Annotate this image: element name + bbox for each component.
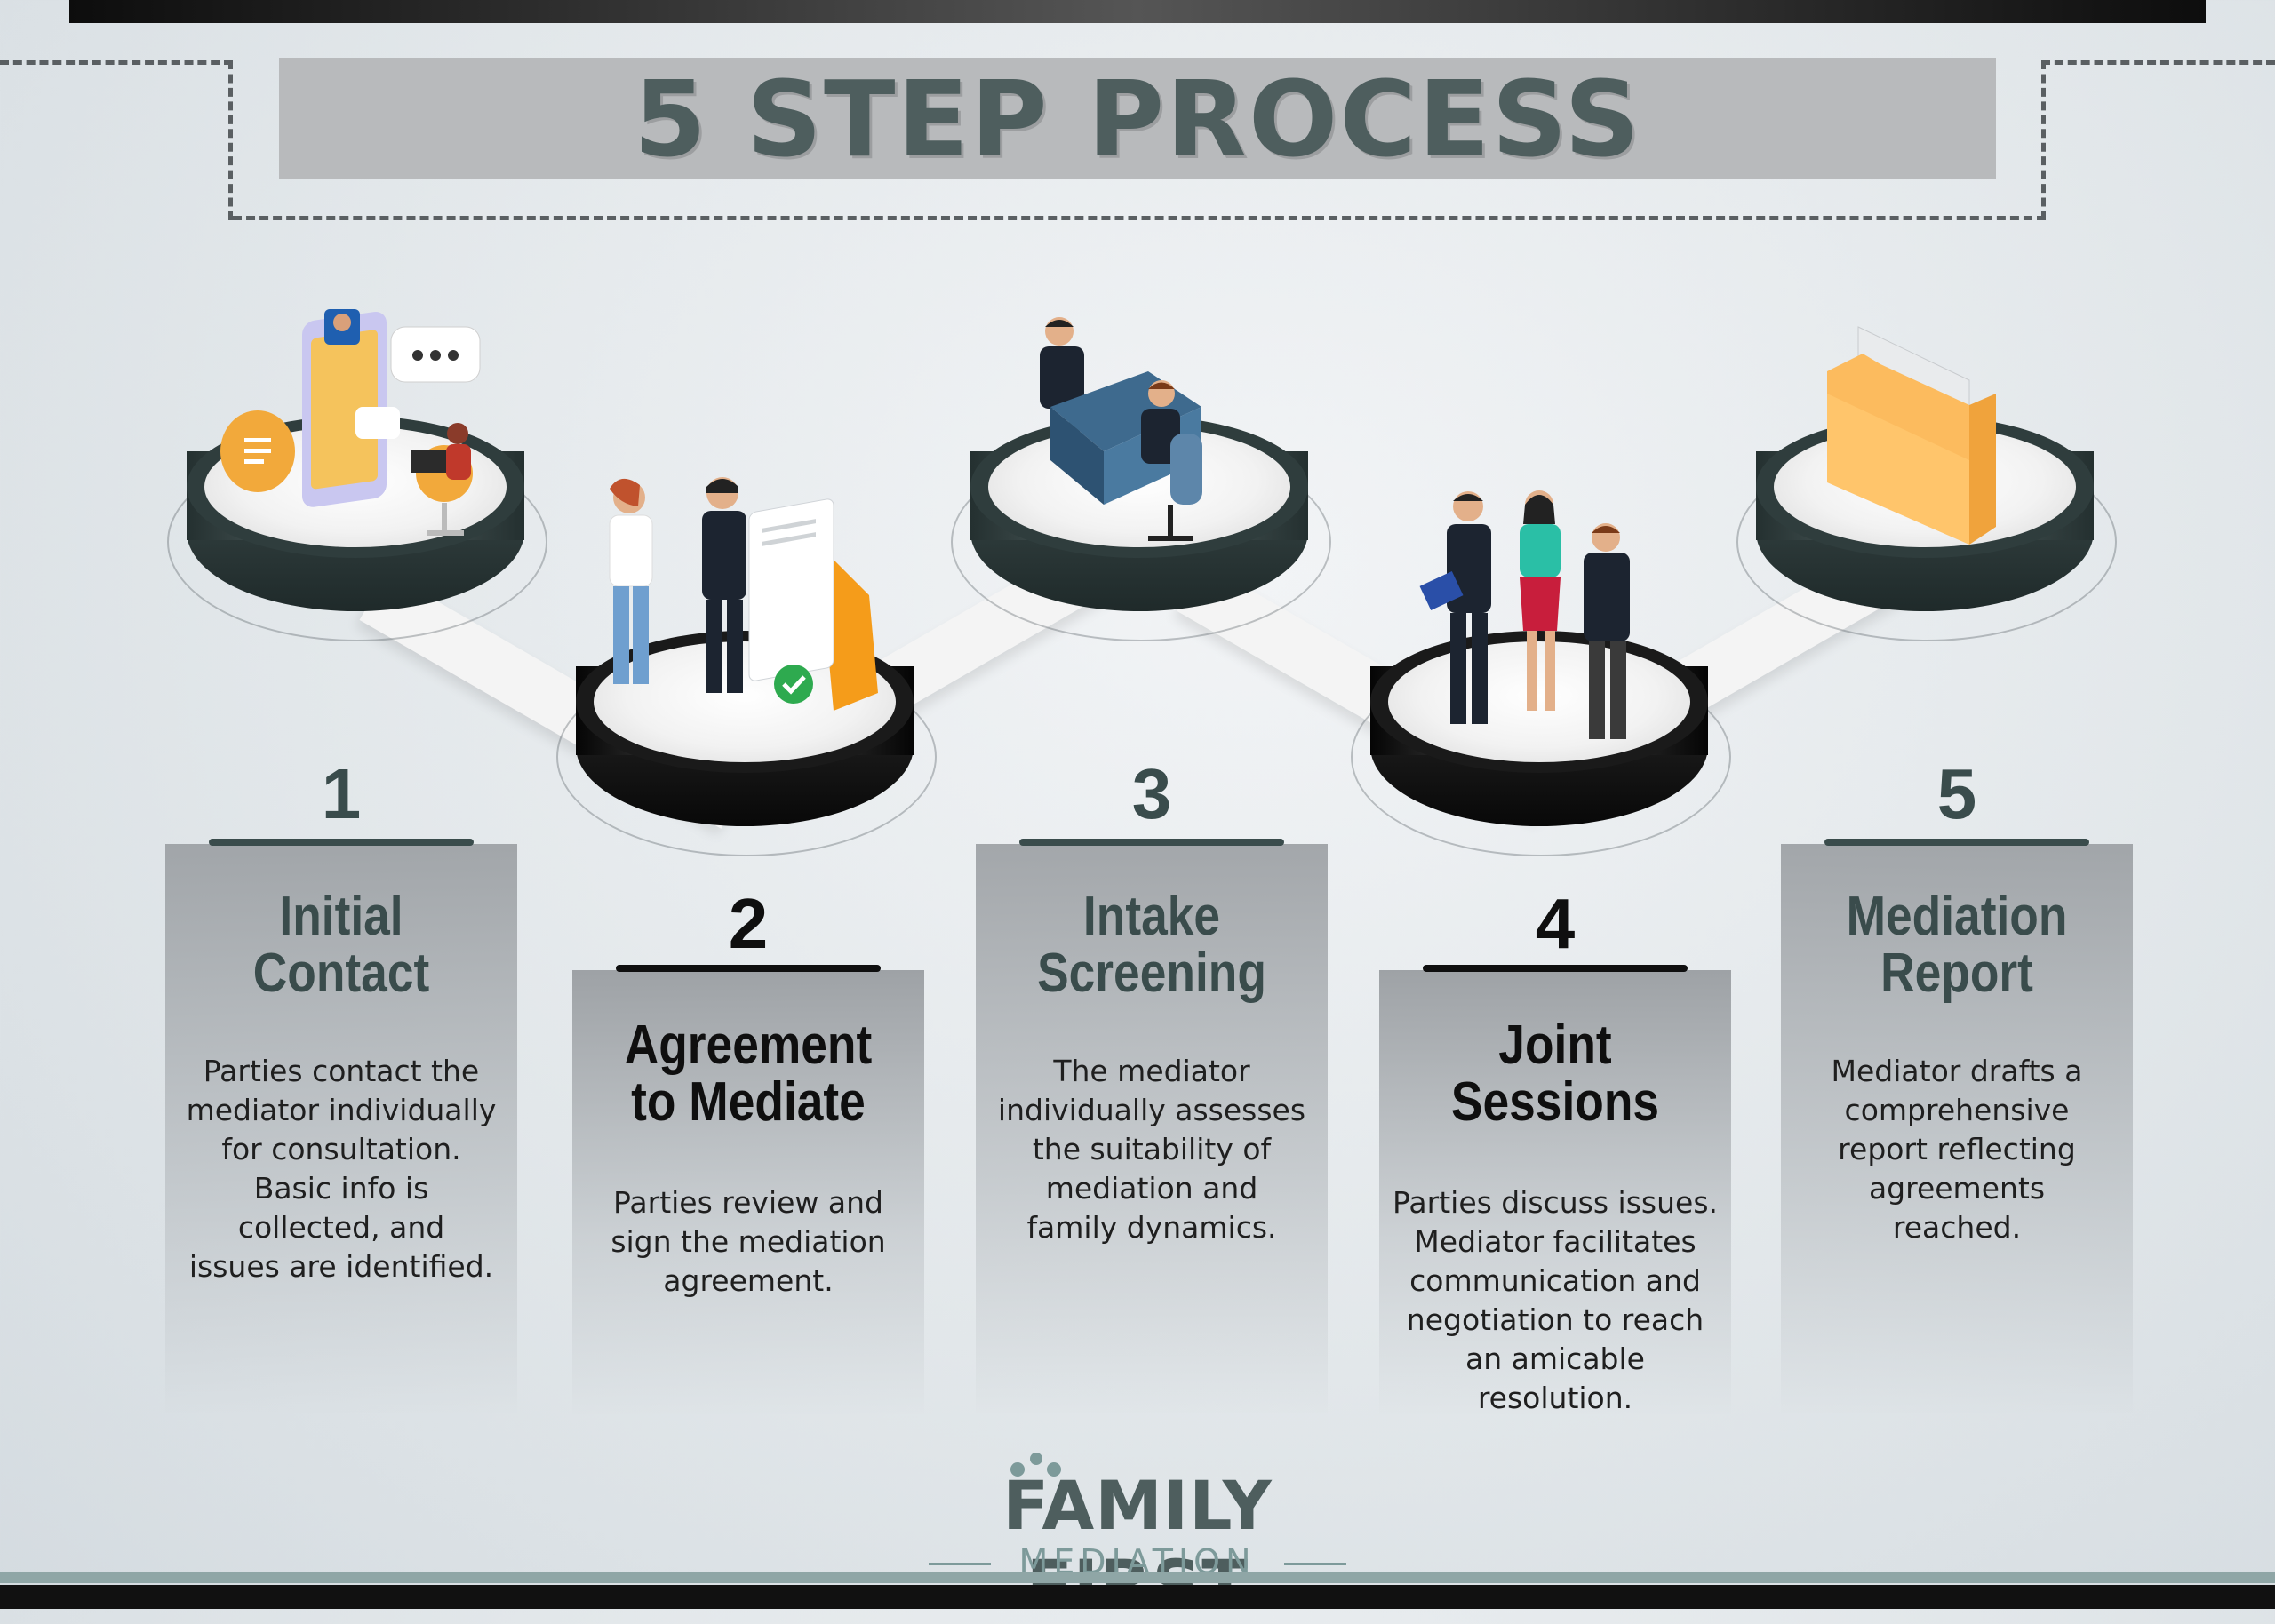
step-underline-5 <box>1824 839 2089 846</box>
step-card-1 <box>165 844 517 1413</box>
signing-agreement-icon <box>609 477 878 711</box>
platform-step-5 <box>1736 326 2117 641</box>
dashed-frame-left <box>0 60 233 220</box>
step-description-2: Parties review and sign the mediation ag… <box>611 1185 886 1298</box>
group-discussion-icon <box>1419 490 1630 739</box>
logo-people-icon <box>1010 1453 1061 1477</box>
step-description-5: Mediator drafts a comprehensive report r… <box>1831 1054 2083 1245</box>
dashed-frame-right <box>2041 60 2275 220</box>
platform-step-1 <box>167 309 547 641</box>
step-underline-3 <box>1019 839 1284 846</box>
dashed-frame-bottom <box>233 216 2046 225</box>
step-number-3: 3 <box>1131 754 1172 833</box>
step-number-4: 4 <box>1535 884 1576 963</box>
folder-report-icon <box>1827 326 1996 545</box>
step-underline-2 <box>616 965 881 972</box>
step-card-3 <box>976 844 1328 1413</box>
platform-step-3 <box>951 317 1331 641</box>
logo-dash-left <box>929 1563 991 1565</box>
step-number-5: 5 <box>1936 754 1977 833</box>
step-number-1: 1 <box>321 754 362 833</box>
smartphone-chat-icon <box>220 309 481 536</box>
title-banner: 5 STEP PROCESS <box>279 57 1996 180</box>
page-title: 5 STEP PROCESS <box>633 57 1642 180</box>
step-description-4: Parties discuss issues. Mediator facilit… <box>1393 1185 1718 1415</box>
bottom-bar <box>0 1585 2275 1609</box>
step-number-2: 2 <box>728 884 769 963</box>
step-card-4 <box>1379 970 1731 1414</box>
top-bar <box>69 0 2206 23</box>
desk-meeting-icon <box>1040 317 1202 541</box>
step-description-3: The mediator individually assesses the s… <box>997 1054 1306 1245</box>
platform-step-2 <box>556 477 937 856</box>
bottom-accent-stripe <box>0 1572 2275 1583</box>
logo-dash-right <box>1284 1563 1346 1565</box>
step-underline-1 <box>209 839 474 846</box>
step-description-1: Parties contact the mediator individuall… <box>186 1054 497 1284</box>
platform-step-4 <box>1351 490 1731 856</box>
step-card-5 <box>1781 844 2133 1413</box>
step-card-2 <box>572 970 924 1414</box>
step-underline-4 <box>1423 965 1688 972</box>
